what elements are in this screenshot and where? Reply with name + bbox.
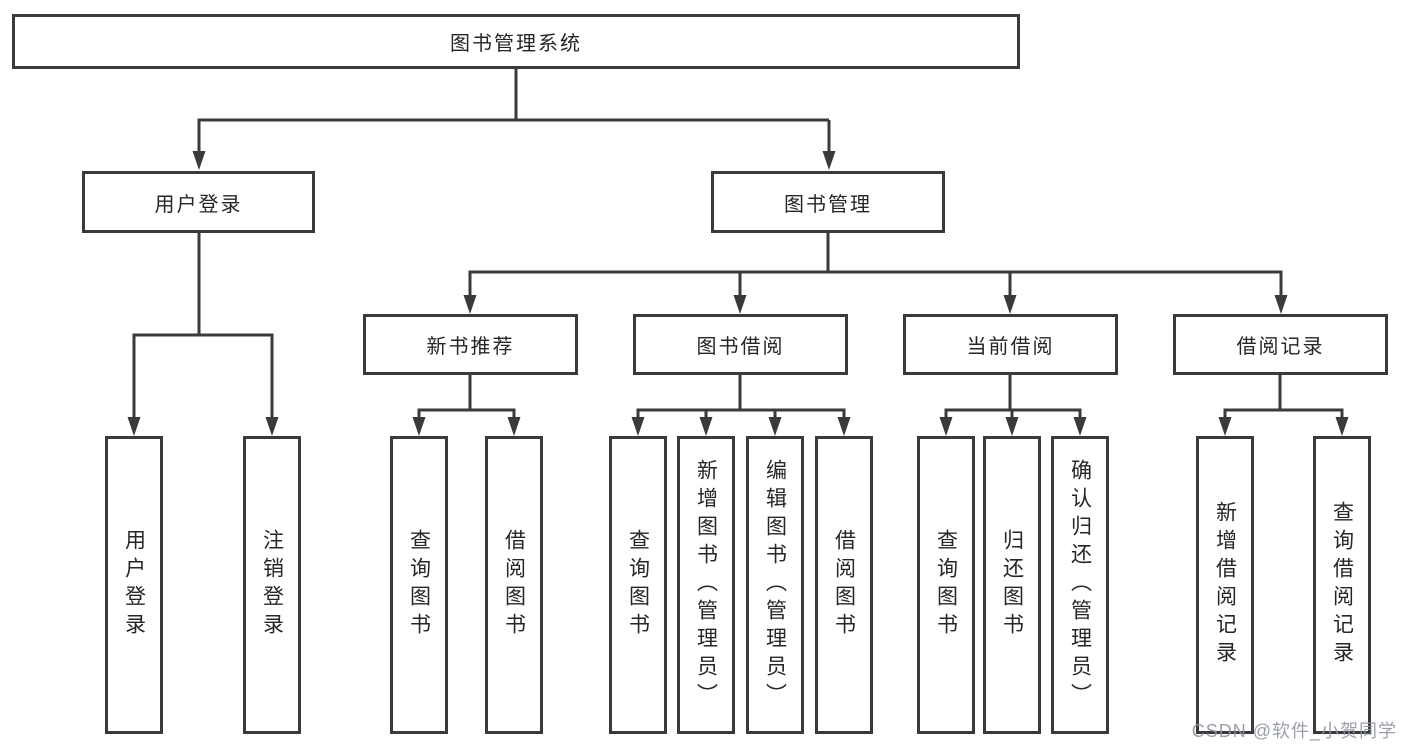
node-library-management-system: 图书管理系统 [12, 14, 1020, 69]
leaf-label: 确认归还（管理员） [1068, 459, 1092, 711]
leaf-query-books-1: 查询图书 [390, 436, 448, 734]
leaf-label: 查询借阅记录 [1330, 501, 1354, 669]
leaf-label: 查询图书 [626, 529, 650, 641]
leaf-query-borrow-record: 查询借阅记录 [1313, 436, 1371, 734]
leaf-label: 编辑图书（管理员） [763, 459, 787, 711]
leaf-query-books-3: 查询图书 [917, 436, 975, 734]
leaf-label: 注销登录 [260, 529, 284, 641]
leaf-label: 借阅图书 [502, 529, 526, 641]
watermark: CSDN @软件_小贺同学 [1191, 721, 1397, 741]
node-book-borrowing: 图书借阅 [633, 314, 848, 375]
leaf-borrow-books-1: 借阅图书 [485, 436, 543, 734]
leaf-query-books-2: 查询图书 [609, 436, 667, 734]
node-label: 图书管理系统 [450, 33, 582, 55]
leaf-return-book: 归还图书 [983, 436, 1041, 734]
leaf-label: 查询图书 [934, 529, 958, 641]
leaf-edit-book-admin: 编辑图书（管理员） [746, 436, 804, 734]
node-borrowing-records: 借阅记录 [1173, 314, 1388, 375]
leaf-add-book-admin: 新增图书（管理员） [677, 436, 735, 734]
leaf-add-borrow-record: 新增借阅记录 [1196, 436, 1254, 734]
node-label: 图书借阅 [696, 336, 785, 358]
leaf-user-login: 用户登录 [105, 436, 163, 734]
leaf-label: 借阅图书 [832, 529, 856, 641]
leaf-borrow-books-2: 借阅图书 [815, 436, 873, 734]
leaf-label: 新增图书（管理员） [694, 459, 718, 711]
leaf-label: 查询图书 [407, 529, 431, 641]
node-book-management-branch: 图书管理 [711, 171, 945, 233]
leaf-label: 用户登录 [122, 529, 146, 641]
node-label: 借阅记录 [1236, 336, 1325, 358]
node-label: 当前借阅 [966, 336, 1055, 358]
node-user-login-branch: 用户登录 [82, 171, 315, 233]
node-label: 新书推荐 [426, 336, 515, 358]
node-label: 图书管理 [784, 193, 872, 216]
node-current-borrowing: 当前借阅 [903, 314, 1118, 375]
leaf-confirm-return-admin: 确认归还（管理员） [1051, 436, 1109, 734]
leaf-label: 归还图书 [1000, 529, 1024, 641]
node-new-book-recommend: 新书推荐 [363, 314, 578, 375]
node-label: 用户登录 [154, 193, 243, 216]
leaf-label: 新增借阅记录 [1213, 501, 1237, 669]
leaf-logout: 注销登录 [243, 436, 301, 734]
